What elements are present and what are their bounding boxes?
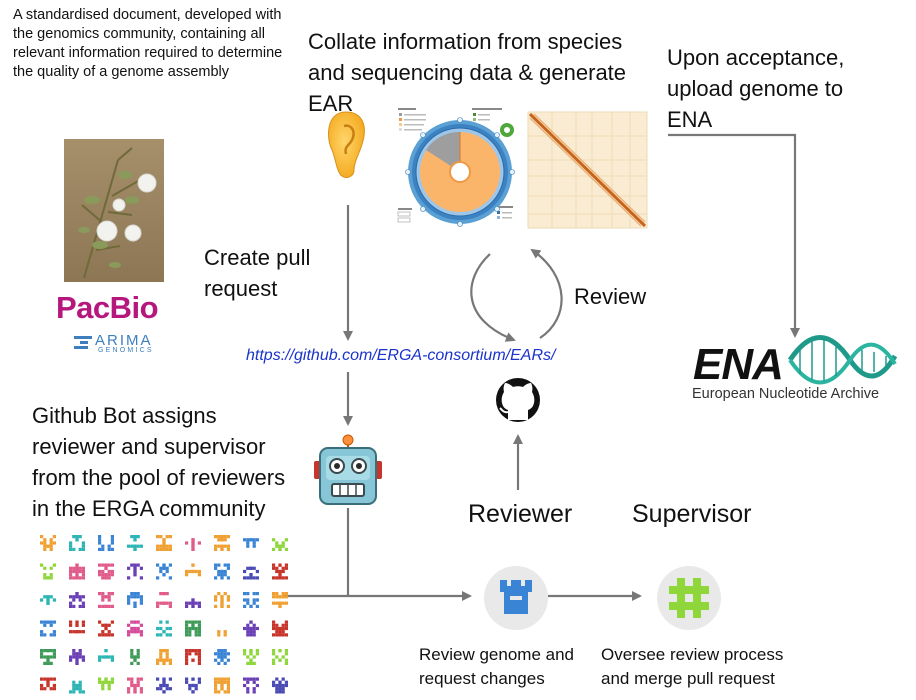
- pool-identicon: [272, 592, 288, 608]
- pool-identicon: [185, 598, 201, 608]
- ena-logo-subtext: European Nucleotide Archive: [692, 386, 880, 402]
- pool-identicon: [127, 620, 143, 637]
- robot-icon: [314, 434, 382, 505]
- pool-identicon: [40, 620, 56, 637]
- review-cycle-right-arrow: [530, 248, 563, 339]
- pool-identicon: [272, 649, 288, 665]
- pool-identicon: [69, 592, 85, 608]
- pool-identicon: [40, 535, 56, 551]
- pacbio-logo: PacBio: [56, 290, 159, 325]
- reviewer-identicon-icon: [484, 566, 548, 630]
- pool-identicon: [214, 649, 230, 665]
- ena-logo-helix: [787, 335, 898, 385]
- pool-identicon: [243, 620, 259, 637]
- pool-identicon: [243, 566, 259, 580]
- pool-identicon: [69, 563, 85, 580]
- pool-identicon: [156, 649, 172, 665]
- supervisor-identicon-icon: [657, 566, 721, 630]
- bot-assign-text: Github Bot assigns reviewer and supervis…: [32, 403, 286, 521]
- pool-identicon: [185, 563, 201, 577]
- pool-identicon: [185, 538, 201, 551]
- arima-logo-subtext: GENOMICS: [98, 347, 154, 354]
- collate-step-text: Collate information from species and seq…: [308, 29, 627, 116]
- pool-identicon: [127, 677, 143, 694]
- pool-identicon: [214, 592, 230, 608]
- pool-identicon: [243, 677, 259, 694]
- review-label: Review: [574, 284, 647, 309]
- pool-identicon: [98, 649, 114, 662]
- pool-identicon: [40, 677, 56, 691]
- pool-identicon: [127, 535, 143, 551]
- pool-identicon: [156, 535, 172, 551]
- github-icon: [496, 378, 540, 422]
- pool-identicon: [127, 563, 143, 580]
- reviewer-title: Reviewer: [468, 500, 573, 528]
- ear-icon: [328, 111, 365, 178]
- pool-identicon: [40, 563, 56, 580]
- reviewer-pool-identicons: [40, 535, 288, 694]
- pool-identicon: [217, 630, 227, 637]
- pool-identicon: [98, 535, 114, 551]
- pool-identicon: [185, 620, 201, 637]
- pool-identicon: [69, 535, 85, 551]
- pool-identicon: [98, 620, 114, 637]
- supervisor-title: Supervisor: [632, 500, 752, 528]
- intro-description: A standardised document, developed with …: [13, 7, 283, 80]
- pool-identicon: [156, 677, 172, 694]
- create-pull-request-text: Create pull request: [204, 245, 311, 301]
- pool-identicon: [185, 649, 201, 665]
- busco-pie-chart-icon: [396, 104, 518, 228]
- pool-identicon: [156, 563, 172, 580]
- pool-identicon: [272, 538, 288, 551]
- arrows: [283, 133, 800, 601]
- pool-identicon: [40, 595, 56, 605]
- reviewer-caption: Review genome and request changes: [419, 645, 574, 688]
- upload-step-text: Upon acceptance, upload genome to ENA: [667, 45, 845, 132]
- pool-identicon: [156, 620, 172, 637]
- supervisor-caption: Oversee review process and merge pull re…: [601, 645, 784, 688]
- pool-identicon: [272, 620, 288, 637]
- repo-url-link[interactable]: https://github.com/ERGA-consortium/EARs/: [246, 347, 556, 364]
- pool-identicon: [156, 592, 172, 608]
- pool-identicon: [243, 538, 259, 548]
- pool-identicon: [130, 649, 140, 665]
- pool-identicon: [214, 535, 230, 551]
- arima-logo: ARIMA: [95, 332, 153, 349]
- pool-identicon: [272, 677, 288, 694]
- pool-identicon: [69, 649, 85, 665]
- pool-identicon: [272, 563, 288, 580]
- review-cycle-left-arrow: [470, 253, 516, 342]
- ena-logo: ENA: [693, 340, 784, 389]
- plant-photo: [64, 139, 164, 282]
- pool-identicon: [98, 592, 114, 608]
- pool-identicon: [69, 680, 85, 694]
- pool-identicon: [214, 677, 230, 694]
- arrow-upload-to-ena: [668, 133, 800, 338]
- pool-identicon: [98, 563, 114, 580]
- pool-identicon: [214, 563, 230, 580]
- pool-identicon: [98, 677, 114, 691]
- arima-logo-mark: [74, 336, 92, 349]
- pool-identicon: [243, 592, 259, 608]
- pool-identicon: [40, 649, 56, 665]
- pool-identicon: [243, 649, 259, 665]
- pool-identicon: [127, 592, 143, 608]
- contact-map-icon: [527, 111, 648, 229]
- pool-identicon: [185, 677, 201, 694]
- pool-identicon: [69, 620, 85, 634]
